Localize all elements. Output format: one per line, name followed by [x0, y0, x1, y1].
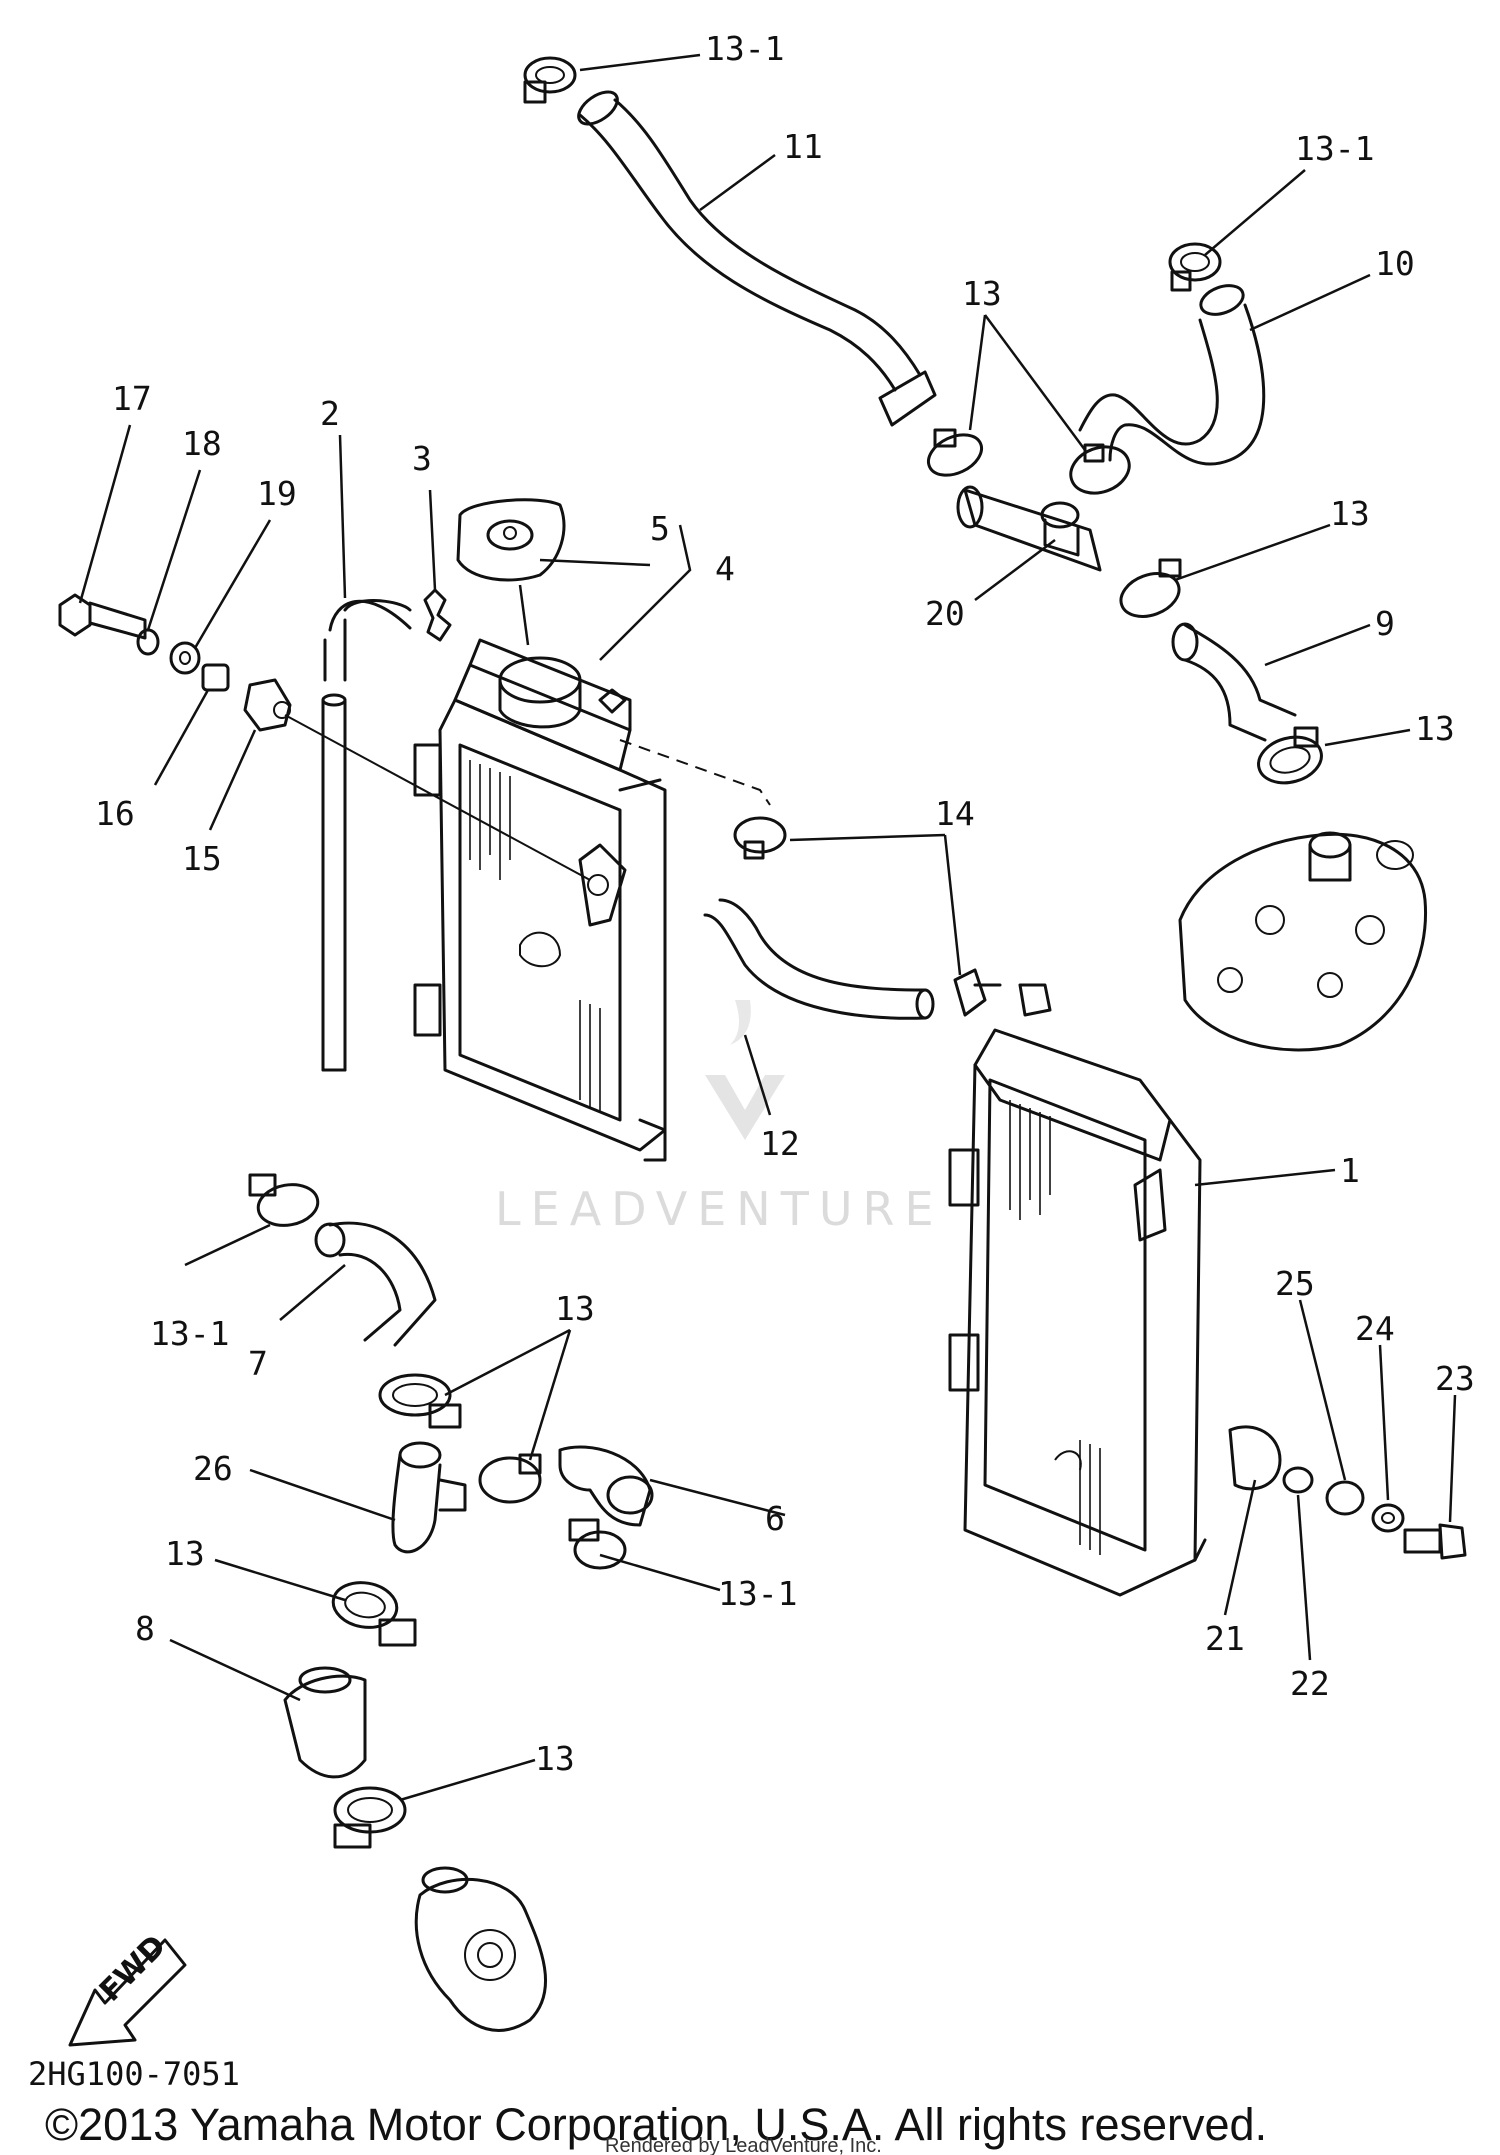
callout-26: 26: [193, 1449, 233, 1488]
clamp-13-1-top: [523, 56, 577, 104]
reference-code: 2HG100-7051: [28, 2055, 240, 2093]
callout-5: 5: [650, 509, 670, 548]
elbow-6: [558, 1445, 654, 1527]
callout-20: 20: [925, 594, 965, 633]
pipe-26: [391, 1441, 467, 1554]
watermark-text: LEADVENTURE: [495, 1182, 944, 1236]
callout-13: 13: [165, 1534, 205, 1573]
callout-14: 14: [935, 794, 975, 833]
callout-22: 22: [1290, 1664, 1330, 1703]
hose-7: [314, 1221, 437, 1347]
callout-24: 24: [1355, 1309, 1395, 1348]
upper-hose-11: [577, 90, 937, 427]
callout-19: 19: [257, 474, 297, 513]
water-pump-cover: [414, 1866, 547, 2032]
callout-10: 10: [1375, 244, 1415, 283]
fwd-label: FWD: [93, 1928, 173, 2008]
clamp-13-lower-a: [378, 1373, 462, 1429]
callout-25: 25: [1275, 1264, 1315, 1303]
callout-13-1: 13-1: [150, 1314, 229, 1353]
clamp-13-lower-c: [331, 1581, 417, 1647]
callout-7: 7: [248, 1344, 268, 1383]
callout-13-1: 13-1: [718, 1574, 797, 1613]
callout-13-1: 13-1: [1295, 129, 1374, 168]
clamp-13-lower-d: [333, 1786, 407, 1849]
callout-8: 8: [135, 1609, 155, 1648]
radiator-right: [948, 983, 1207, 1597]
leader-lines: [78, 53, 1457, 1802]
clamp-13-pipe-a: [927, 428, 983, 477]
copyright-text: ©2013 Yamaha Motor Corporation, U.S.A. A…: [45, 2099, 1267, 2150]
hose-12: [703, 898, 935, 1020]
clamp-13-lower-b: [478, 1453, 542, 1504]
callout-labels: 13-1 11 13-1 10 13 13 9 13 20 5 4 3 2 17…: [95, 29, 1475, 1778]
callout-9: 9: [1375, 604, 1395, 643]
clamp-14-upper: [733, 816, 787, 860]
cylinder-head: [1178, 831, 1428, 1052]
pipe-20: [956, 485, 1102, 572]
clamp-13-1-right: [1168, 242, 1222, 292]
callout-15: 15: [182, 839, 222, 878]
radiator-left: [413, 638, 771, 1162]
callout-13: 13: [1415, 709, 1455, 748]
rendered-by-text: Rendered by LeadVenture, Inc.: [605, 2135, 882, 2155]
radiator-cap-5: [456, 498, 566, 646]
clamp-13-1-elbow: [568, 1518, 627, 1570]
callout-11: 11: [783, 127, 823, 166]
clamp-14-lower: [953, 968, 1002, 1017]
watermark: LEADVENTURE: [495, 1000, 944, 1236]
clip-3: [423, 588, 452, 642]
callout-13: 13: [1330, 494, 1370, 533]
callout-4: 4: [715, 549, 735, 588]
callout-23: 23: [1435, 1359, 1475, 1398]
clamp-13-pipe-b: [1069, 443, 1131, 495]
callout-13-1: 13-1: [705, 29, 784, 68]
callout-17: 17: [112, 379, 152, 418]
clamp-13-hose9-bottom: [1257, 726, 1323, 785]
callout-13: 13: [535, 1739, 575, 1778]
callout-13: 13: [962, 274, 1002, 313]
fwd-arrow-icon: FWD: [68, 1928, 187, 2047]
fastener-set-right: [1228, 1425, 1467, 1560]
clamp-13-hose9-top: [1119, 558, 1182, 618]
callout-16: 16: [95, 794, 135, 833]
hose-8: [283, 1666, 367, 1779]
hose-10: [1078, 284, 1266, 466]
hose-9: [1171, 622, 1297, 742]
callout-21: 21: [1205, 1619, 1245, 1658]
fastener-set-left: [58, 593, 591, 881]
callout-6: 6: [765, 1499, 785, 1538]
callout-2: 2: [320, 394, 340, 433]
callout-18: 18: [182, 424, 222, 463]
callout-13: 13: [555, 1289, 595, 1328]
callout-12: 12: [760, 1124, 800, 1163]
callout-1: 1: [1340, 1151, 1360, 1190]
overflow-hose-2: [321, 599, 412, 1072]
clamp-13-1-left: [248, 1173, 320, 1227]
callout-3: 3: [412, 439, 432, 478]
